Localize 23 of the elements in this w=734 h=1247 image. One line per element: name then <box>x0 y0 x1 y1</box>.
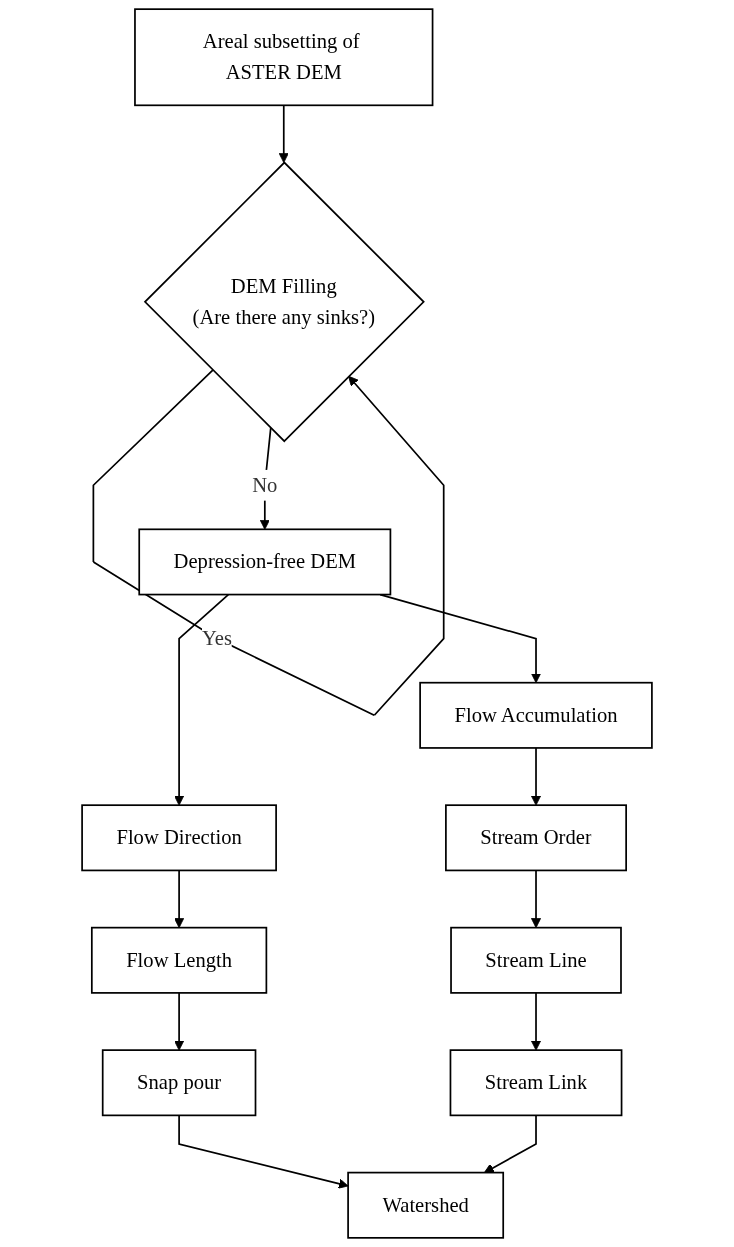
node-box: Depression-free DEM <box>138 528 392 596</box>
node-box: Stream Line <box>450 926 622 994</box>
arrow <box>531 747 542 806</box>
arrow <box>379 593 542 684</box>
edge-label: Yes <box>201 626 232 650</box>
node-box: Snap pour <box>101 1049 257 1117</box>
arrow <box>278 104 289 163</box>
arrow <box>174 992 185 1051</box>
node-diamond: DEM Filling (Are there any sinks?) <box>143 161 425 443</box>
edge-label: No <box>252 473 278 497</box>
arrow <box>531 992 542 1051</box>
node-box: Flow Length <box>90 926 268 994</box>
arrow <box>484 1114 537 1174</box>
node-box: Stream Link <box>449 1049 623 1117</box>
node-box: Flow Accumulation <box>419 681 653 749</box>
arrow <box>531 869 542 929</box>
node-box: Flow Direction <box>81 804 277 872</box>
node-box: Stream Order <box>445 804 627 872</box>
node-box: Areal subsetting of ASTER DEM <box>134 8 434 107</box>
node-box: Watershed <box>347 1171 505 1239</box>
arrow <box>174 593 230 806</box>
arrow <box>174 869 185 929</box>
arrow <box>178 1114 349 1189</box>
